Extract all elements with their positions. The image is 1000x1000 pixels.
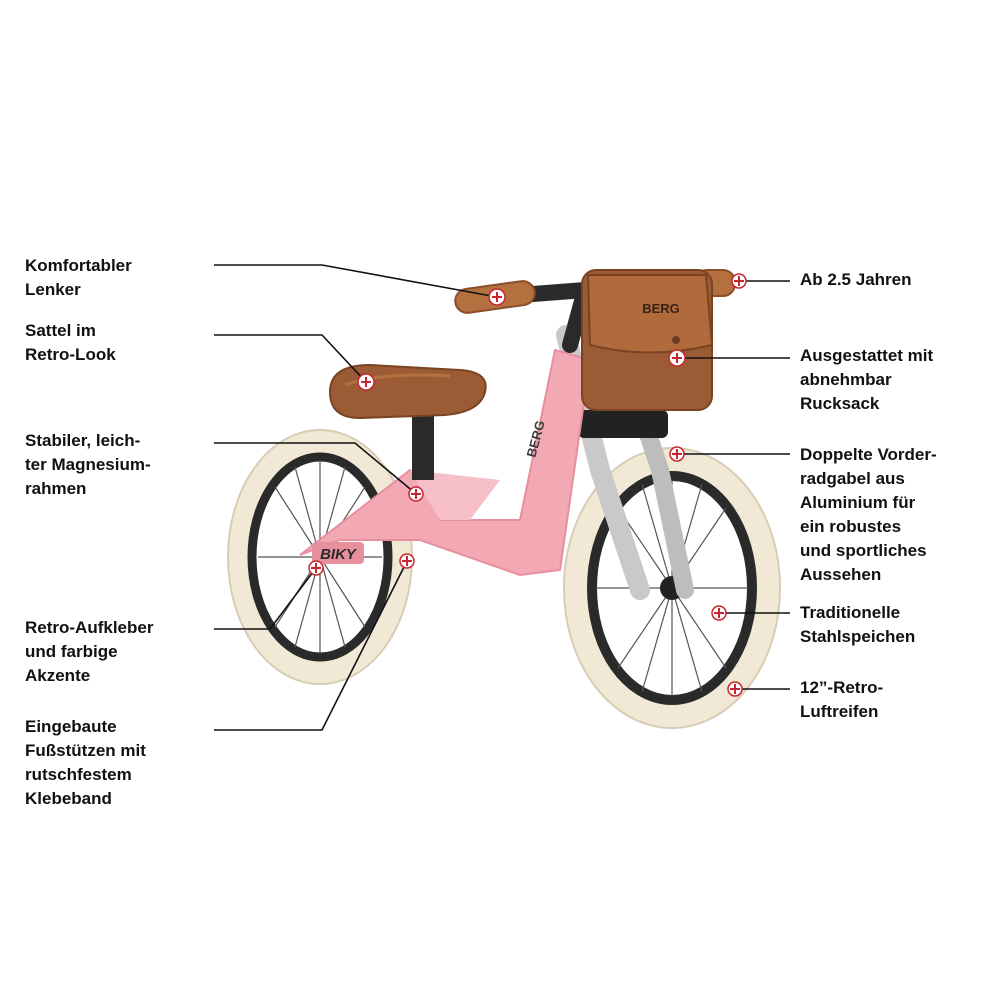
hotspot-gabel-icon xyxy=(669,446,685,462)
leader-fussstuetzen xyxy=(214,560,408,731)
bag-logo: BERG xyxy=(642,301,680,316)
feature-label-alter: Ab 2.5 Jahren xyxy=(800,270,912,289)
hotspot-fussstuetzen-icon xyxy=(399,553,415,569)
feature-label-fussstuetzen: Eingebaute Fußstützen mit rutschfestem K… xyxy=(25,717,146,808)
leader-lenker xyxy=(214,264,498,298)
hotspot-markers xyxy=(308,273,747,697)
hotspot-alter-icon xyxy=(731,273,747,289)
feature-label-aufkleber: Retro-Aufkleber und farbige Akzente xyxy=(25,618,154,685)
feature-label-speichen: Traditionelle Stahlspeichen xyxy=(800,603,916,646)
bike-frame xyxy=(299,348,592,577)
feature-label-rahmen: Stabiler, leich- ter Magnesium- rahmen xyxy=(25,431,151,498)
leader-lines xyxy=(214,264,790,731)
hotspot-rucksack-icon xyxy=(668,349,686,367)
model-decal: BIKY xyxy=(320,546,358,563)
hotspot-reifen-icon xyxy=(727,681,743,697)
leader-aufkleber xyxy=(214,567,317,630)
backpack-bag xyxy=(581,269,714,411)
hotspot-sattel-icon xyxy=(357,373,375,391)
feature-label-rucksack: Ausgestattet mit abnehmbar Rucksack xyxy=(800,346,934,413)
hotspot-lenker-icon xyxy=(488,288,506,306)
leader-sattel xyxy=(214,334,367,383)
leader-rahmen xyxy=(214,442,416,494)
feature-label-lenker: Komfortabler Lenker xyxy=(25,256,132,299)
hotspot-speichen-icon xyxy=(711,605,727,621)
hotspot-aufkleber-icon xyxy=(308,560,324,576)
feature-label-gabel: Doppelte Vorder- radgabel aus Aluminium … xyxy=(800,445,937,584)
feature-label-reifen: 12”-Retro- Luftreifen xyxy=(800,678,884,721)
hotspot-rahmen-icon xyxy=(408,486,424,502)
feature-label-sattel: Sattel im Retro-Look xyxy=(25,321,116,364)
